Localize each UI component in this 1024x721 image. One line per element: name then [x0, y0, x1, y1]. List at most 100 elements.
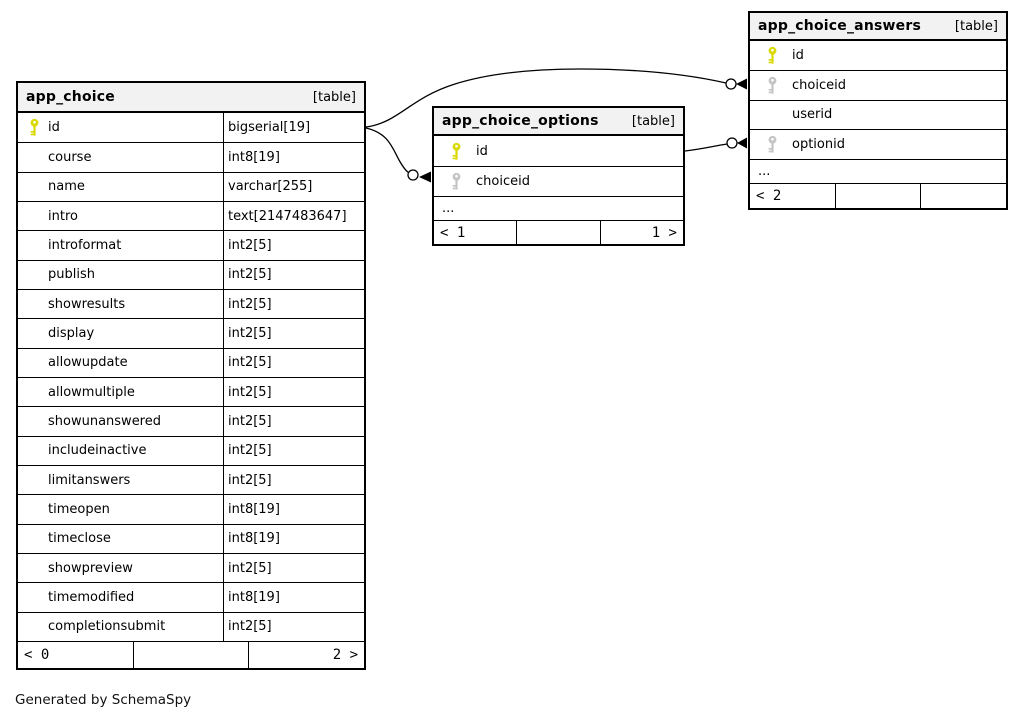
column-name: timeclose: [48, 531, 111, 547]
zero-many-circle: [726, 137, 738, 149]
footer-children-count: 2 >: [248, 641, 364, 668]
column-name-cell: showpreview: [18, 553, 224, 583]
table-header-app-choice[interactable]: app_choice [table]: [18, 83, 364, 113]
column-type: varchar[255]: [228, 179, 313, 195]
column-name-cell: userid: [750, 101, 1006, 129]
column-name-cell: allowmultiple: [18, 377, 224, 407]
column-name: name: [48, 179, 85, 195]
table-app-choice-answers[interactable]: app_choice_answers [table] id choiceid use…: [748, 11, 1008, 210]
foreign-key-icon: [766, 135, 792, 154]
table-badge: [table]: [312, 89, 356, 105]
column-name-cell: name: [18, 172, 224, 201]
column-row-limitanswers: limitanswers int2[5]: [18, 464, 364, 495]
table-header-app-choice-options[interactable]: app_choice_options [table]: [434, 108, 683, 136]
column-row-id: id: [750, 41, 1006, 71]
column-type: int2[5]: [228, 472, 272, 488]
column-type: int2[5]: [228, 443, 272, 459]
table-footer: < 1 1 >: [434, 220, 683, 244]
footer-middle: [834, 183, 921, 208]
column-type: int8[19]: [228, 531, 280, 547]
column-name: ...: [442, 201, 455, 216]
column-row-introformat: introformat int2[5]: [18, 230, 364, 260]
foreign-key-icon: [766, 76, 792, 95]
column-name-cell: timemodified: [18, 583, 224, 612]
generated-by-credit: Generated by SchemaSpy: [15, 692, 192, 708]
relation-app-choice-options-id-to-app-choice-answers-optionid: [684, 143, 728, 152]
column-name: timeopen: [48, 501, 110, 517]
table-name: app_choice_answers: [758, 18, 921, 34]
column-row-userid: userid: [750, 99, 1006, 130]
column-name-cell: display: [18, 319, 224, 348]
column-type: text[2147483647]: [228, 208, 347, 224]
column-name: choiceid: [792, 78, 846, 94]
column-name: course: [48, 149, 92, 165]
column-name-cell: course: [18, 143, 224, 172]
column-name-cell: showunanswered: [18, 407, 224, 436]
column-name: id: [476, 143, 488, 159]
column-name-cell: allowupdate: [18, 348, 224, 377]
column-type: int8[19]: [228, 149, 280, 165]
column-type: int2[5]: [228, 237, 272, 253]
table-badge: [table]: [954, 18, 998, 34]
column-row-course: course int8[19]: [18, 142, 364, 172]
table-app-choice-options[interactable]: app_choice_options [table] id choiceid...…: [432, 106, 685, 246]
table-name: app_choice: [26, 89, 115, 105]
column-name-cell: id: [434, 136, 683, 166]
column-name-cell: completionsubmit: [18, 612, 224, 641]
arrowhead: [419, 171, 431, 183]
column-name-cell: limitanswers: [18, 465, 224, 495]
column-type: bigserial[19]: [228, 120, 311, 136]
column-row-choiceid: choiceid: [750, 70, 1006, 100]
table-footer: < 0 2 >: [18, 640, 364, 668]
table-badge: [table]: [631, 113, 675, 129]
column-name-cell: id: [750, 41, 1006, 70]
column-name: ...: [758, 163, 771, 179]
column-name: limitanswers: [48, 472, 131, 488]
table-header-app-choice-answers[interactable]: app_choice_answers [table]: [750, 13, 1006, 41]
ellipsis-row: ...: [750, 158, 1006, 183]
column-row-id: id: [434, 136, 683, 166]
column-name-cell: showresults: [18, 289, 224, 319]
footer-middle: [516, 221, 599, 244]
footer-children-count: 1 >: [599, 221, 683, 244]
foreign-key-icon: [450, 172, 476, 191]
ellipsis-row: ...: [434, 196, 683, 220]
column-name: showpreview: [48, 560, 133, 576]
column-name-cell: timeopen: [18, 495, 224, 524]
column-name: display: [48, 325, 95, 341]
column-type: int2[5]: [228, 619, 272, 635]
column-name-cell: timeclose: [18, 524, 224, 553]
arrowhead: [736, 78, 747, 90]
column-row-optionid: optionid: [750, 129, 1006, 159]
column-row-name: name varchar[255]: [18, 171, 364, 201]
column-name: id: [792, 48, 804, 64]
column-type: int2[5]: [228, 384, 272, 400]
column-name-cell: includeinactive: [18, 436, 224, 465]
column-name-cell: introformat: [18, 231, 224, 260]
column-name-cell: choiceid: [750, 71, 1006, 99]
column-row-choiceid: choiceid: [434, 166, 683, 196]
footer-parents-count: < 0: [24, 646, 50, 663]
column-name: choiceid: [476, 174, 530, 189]
table-name: app_choice_options: [442, 113, 599, 129]
column-type: int8[19]: [228, 589, 280, 605]
arrowhead: [737, 137, 747, 149]
column-name: allowmultiple: [48, 384, 135, 400]
column-row-allowmultiple: allowmultiple int2[5]: [18, 376, 364, 407]
column-name: introformat: [48, 237, 122, 253]
primary-key-icon: [28, 118, 48, 137]
column-name-cell: choiceid: [434, 167, 683, 196]
footer-children-count: [920, 183, 1006, 208]
table-columns: id choiceid...: [434, 136, 683, 220]
primary-key-icon: [766, 46, 792, 65]
